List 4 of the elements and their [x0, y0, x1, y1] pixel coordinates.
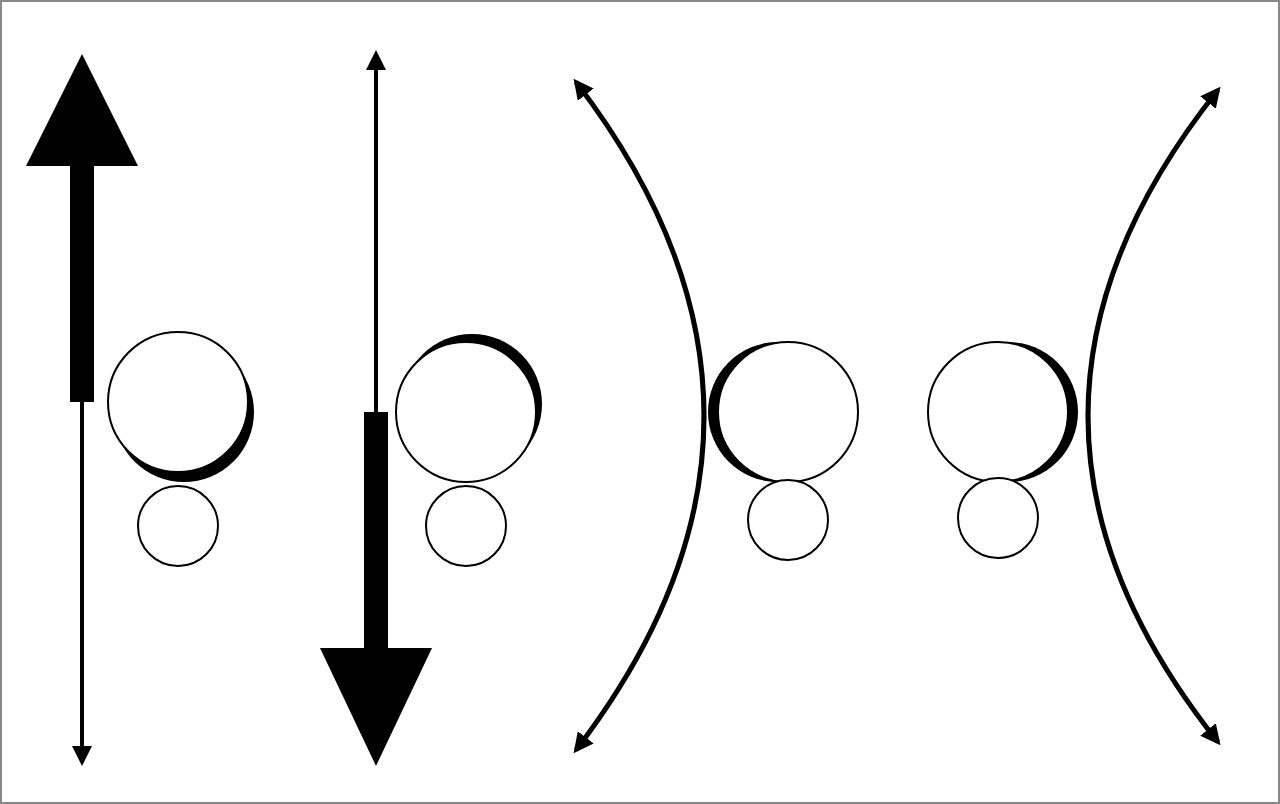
small-circle — [424, 484, 508, 568]
small-circle — [136, 484, 220, 568]
small-circle — [956, 476, 1040, 560]
small-circle — [746, 478, 830, 562]
